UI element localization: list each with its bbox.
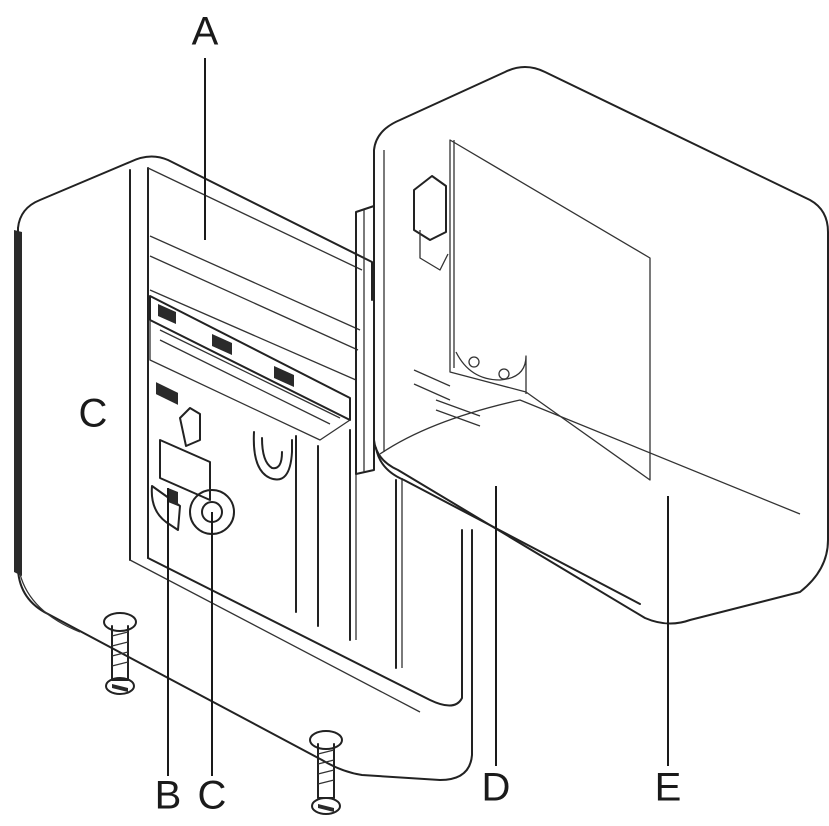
fuse-holder-icon [150,407,293,535]
terminal-block-icon [149,295,351,441]
label-d: D [482,766,511,810]
label-c-left: C [79,392,108,436]
leader-lines [167,58,669,776]
label-b: B [155,774,182,818]
screw-icon [103,612,137,695]
cover-lid [355,66,829,625]
label-c-bottom: C [198,774,227,818]
screw-icon [309,730,343,815]
label-e: E [655,766,682,810]
base-housing [14,155,473,781]
label-a: A [192,10,219,54]
